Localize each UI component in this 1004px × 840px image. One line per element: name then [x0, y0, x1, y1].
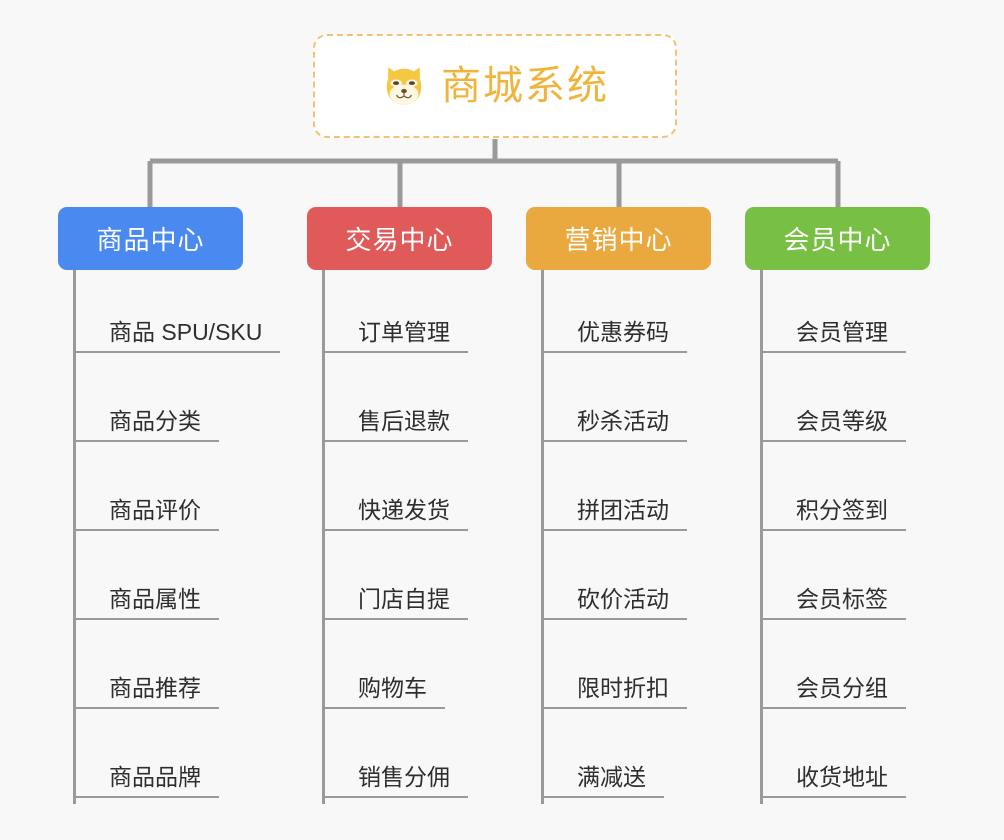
- branch-item-label: 会员等级: [763, 408, 906, 442]
- shiba-dog-icon: [386, 67, 422, 105]
- branch-item[interactable]: 会员管理: [763, 270, 906, 359]
- branch-item[interactable]: 销售分佣: [325, 715, 468, 804]
- branch-item-label: 会员标签: [763, 586, 906, 620]
- branch-header-1[interactable]: 交易中心: [307, 207, 492, 270]
- branch-item-label: 收货地址: [763, 764, 906, 798]
- branch-item[interactable]: 购物车: [325, 626, 468, 715]
- branch-item-label: 会员管理: [763, 319, 906, 353]
- branch-item[interactable]: 会员等级: [763, 359, 906, 448]
- branch-item[interactable]: 满减送: [544, 715, 687, 804]
- branch-header-0[interactable]: 商品中心: [58, 207, 243, 270]
- branch-item-label: 购物车: [325, 675, 445, 709]
- branch-header-label-0: 商品中心: [96, 225, 205, 255]
- branch-item-label: 订单管理: [325, 319, 468, 353]
- branch-item[interactable]: 订单管理: [325, 270, 468, 359]
- branch-item[interactable]: 限时折扣: [544, 626, 687, 715]
- branch-item-label: 商品属性: [76, 586, 219, 620]
- branch-item-label: 快递发货: [325, 497, 468, 531]
- branch-item[interactable]: 会员标签: [763, 537, 906, 626]
- branch-item-list-1: 订单管理 售后退款 快递发货 门店自提 购物车 销售分佣: [322, 270, 468, 804]
- branch-header-3[interactable]: 会员中心: [745, 207, 930, 270]
- branch-item[interactable]: 优惠券码: [544, 270, 687, 359]
- branch-column-3: 会员中心 会员管理 会员等级 积分签到 会员标签 会员分组 收货地址: [745, 207, 930, 804]
- root-node[interactable]: 商城系统: [313, 34, 677, 138]
- branch-item[interactable]: 售后退款: [325, 359, 468, 448]
- root-title: 商城系统: [441, 64, 609, 108]
- branch-item[interactable]: 拼团活动: [544, 448, 687, 537]
- branch-item[interactable]: 秒杀活动: [544, 359, 687, 448]
- branch-header-label-2: 营销中心: [564, 225, 673, 255]
- branch-item-label: 门店自提: [325, 586, 468, 620]
- branch-item-label: 优惠券码: [544, 319, 687, 353]
- branch-item-label: 商品推荐: [76, 675, 219, 709]
- branch-item-label: 会员分组: [763, 675, 906, 709]
- branch-item-label: 售后退款: [325, 408, 468, 442]
- branch-item-label: 销售分佣: [325, 764, 468, 798]
- branch-item[interactable]: 商品品牌: [76, 715, 280, 804]
- branch-item-label: 限时折扣: [544, 675, 687, 709]
- branch-item[interactable]: 商品推荐: [76, 626, 280, 715]
- branch-item-list-3: 会员管理 会员等级 积分签到 会员标签 会员分组 收货地址: [760, 270, 906, 804]
- branch-item-label: 商品评价: [76, 497, 219, 531]
- branch-item[interactable]: 会员分组: [763, 626, 906, 715]
- branch-item[interactable]: 商品属性: [76, 537, 280, 626]
- branch-item-label: 秒杀活动: [544, 408, 687, 442]
- branch-item[interactable]: 砍价活动: [544, 537, 687, 626]
- branch-column-2: 营销中心 优惠券码 秒杀活动 拼团活动 砍价活动 限时折扣 满减送: [526, 207, 711, 804]
- branch-item[interactable]: 积分签到: [763, 448, 906, 537]
- branch-item-label: 拼团活动: [544, 497, 687, 531]
- branch-item-label: 满减送: [544, 764, 664, 798]
- branch-item[interactable]: 收货地址: [763, 715, 906, 804]
- branch-item-label: 商品分类: [76, 408, 219, 442]
- branch-column-1: 交易中心 订单管理 售后退款 快递发货 门店自提 购物车 销售分佣: [307, 207, 492, 804]
- branch-item[interactable]: 商品分类: [76, 359, 280, 448]
- branch-item-label: 砍价活动: [544, 586, 687, 620]
- branch-header-2[interactable]: 营销中心: [526, 207, 711, 270]
- branch-item-list-2: 优惠券码 秒杀活动 拼团活动 砍价活动 限时折扣 满减送: [541, 270, 687, 804]
- branch-item-label: 积分签到: [763, 497, 906, 531]
- branch-item-label: 商品品牌: [76, 764, 219, 798]
- branch-item[interactable]: 商品评价: [76, 448, 280, 537]
- branch-header-label-3: 会员中心: [783, 225, 892, 255]
- branch-column-0: 商品中心 商品 SPU/SKU 商品分类 商品评价 商品属性 商品推荐 商品品牌: [58, 207, 281, 804]
- branch-item-list-0: 商品 SPU/SKU 商品分类 商品评价 商品属性 商品推荐 商品品牌: [73, 270, 281, 804]
- branch-item-label: 商品 SPU/SKU: [76, 319, 281, 353]
- branch-header-label-1: 交易中心: [345, 225, 454, 255]
- branch-item[interactable]: 商品 SPU/SKU: [76, 270, 281, 359]
- branch-item[interactable]: 门店自提: [325, 537, 468, 626]
- branch-item[interactable]: 快递发货: [325, 448, 468, 537]
